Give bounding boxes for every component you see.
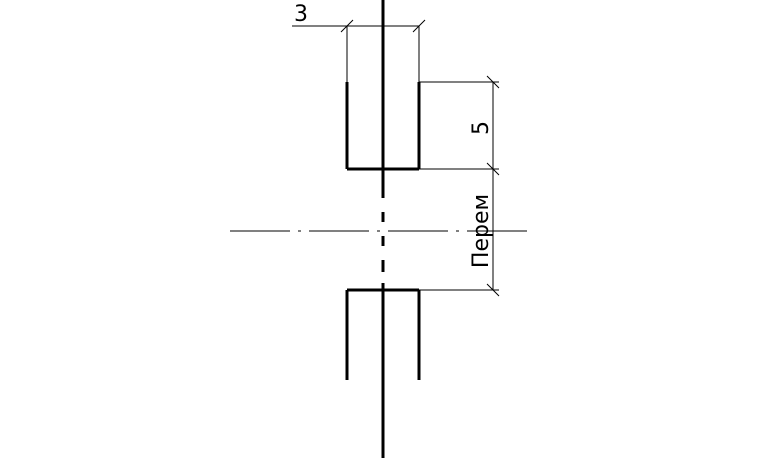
height-dimension: 5: [419, 75, 500, 176]
width-dimension-label: 3: [294, 2, 308, 27]
width-dimension: 3: [292, 2, 426, 82]
gap-dimension: Перем: [419, 169, 500, 297]
lower-u-profile: [345, 288, 421, 380]
height-dimension-label: 5: [469, 121, 494, 135]
gap-dimension-label: Перем: [469, 194, 494, 268]
upper-u-profile: [345, 82, 421, 171]
